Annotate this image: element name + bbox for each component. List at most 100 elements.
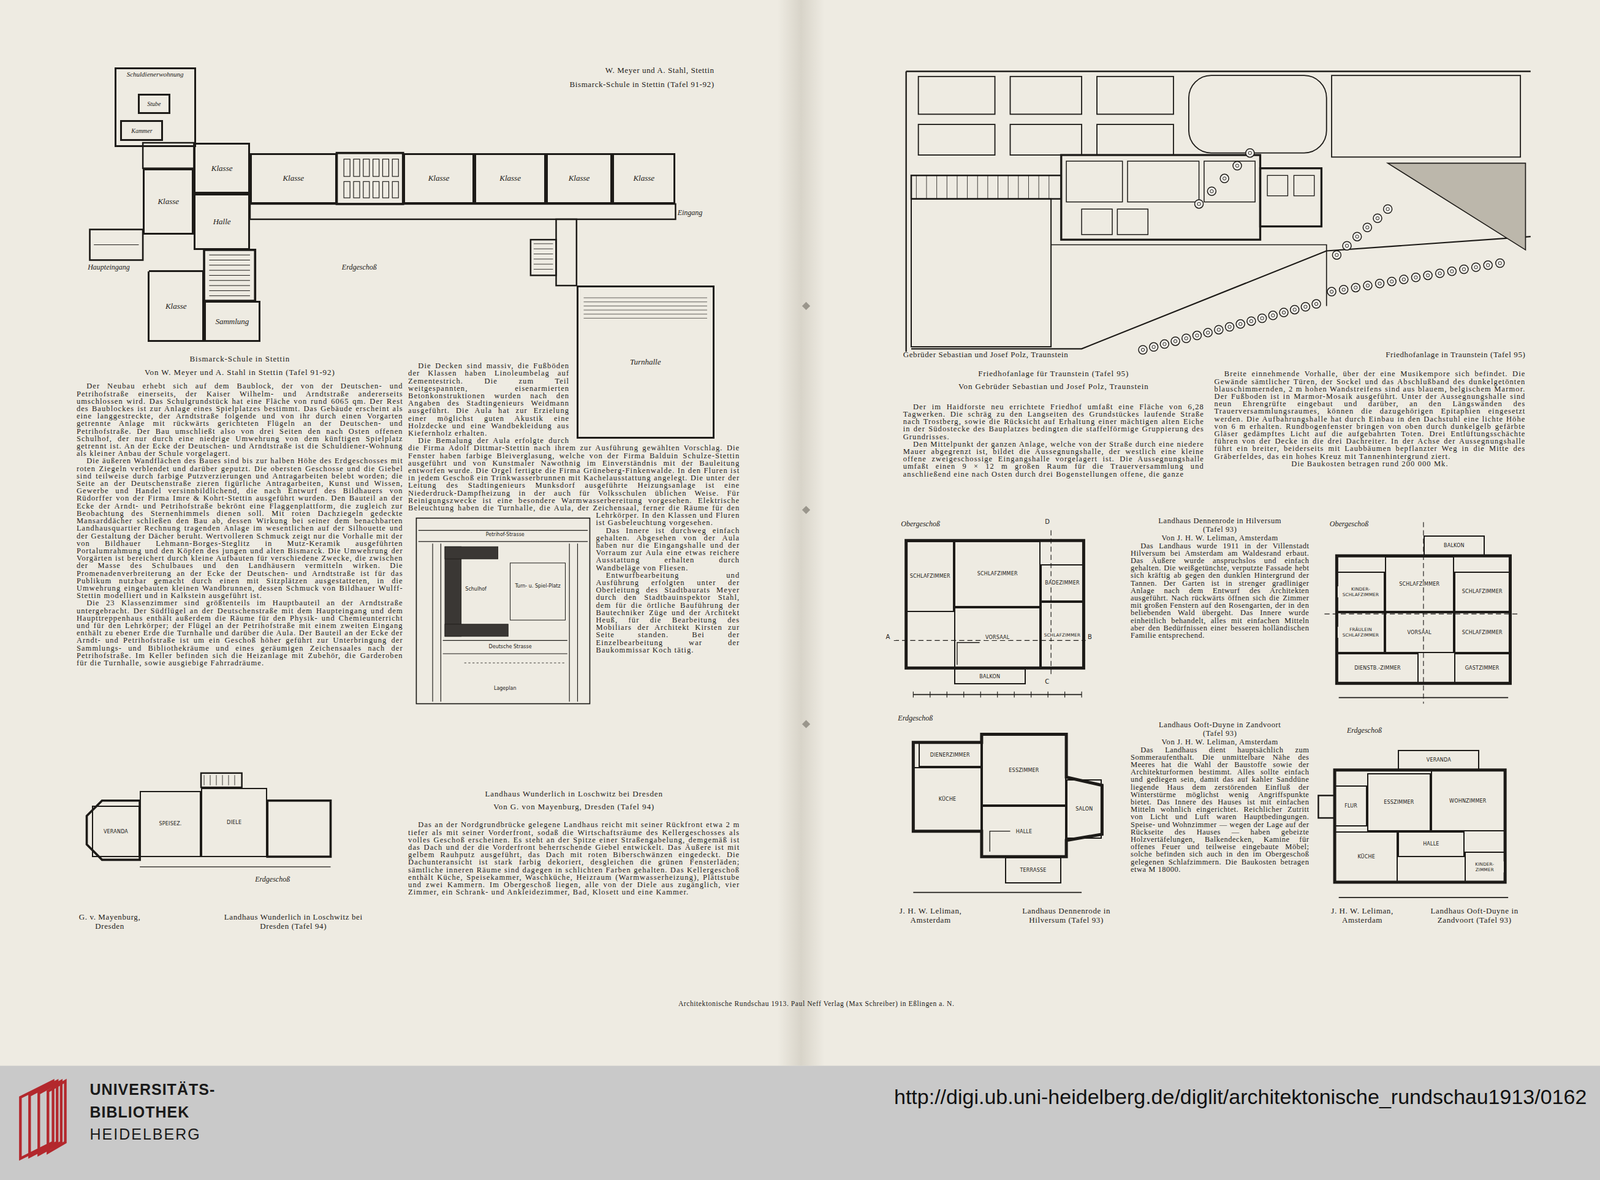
side-building [1259, 168, 1322, 227]
room-name: DIENSTB.-ZIMMER [1353, 665, 1402, 672]
stair-step [533, 258, 554, 260]
cemetery-hall [1061, 155, 1261, 240]
text-column: Das an der Nordgrundbrücke gelegene Land… [408, 821, 740, 896]
body-text: Das Innere ist durchweg einfach gehalten… [408, 527, 740, 572]
tree [1471, 262, 1481, 272]
room-box: KÜCHE [1334, 831, 1398, 883]
tree [1342, 241, 1352, 251]
gym-stage [583, 301, 707, 303]
room-name: SCHLAFZIMMER [1461, 629, 1504, 636]
tree [1205, 330, 1210, 334]
room-name: ESSZIMMER [1008, 767, 1040, 774]
room-name: KÜCHE [938, 796, 958, 803]
street-line [440, 543, 442, 702]
outer-wall [906, 540, 1085, 668]
stair-step [533, 253, 554, 255]
gym-stage [583, 310, 707, 311]
article-heading: Von G. von Mayenburg, Dresden (Tafel 94) [408, 802, 740, 812]
terrace-line [139, 866, 331, 868]
stair-step [208, 254, 251, 256]
stair-step [208, 264, 251, 266]
toilet-stall [392, 159, 399, 177]
tree [1365, 283, 1369, 287]
room-box: SALON [1066, 779, 1102, 839]
tree [1365, 226, 1369, 230]
article-heading: Von J. H. W. Leliman, Amsterdam [1130, 533, 1309, 543]
room-name: BALKON [1443, 542, 1466, 549]
tree [1383, 204, 1393, 214]
scale-tick [913, 691, 914, 698]
tree [1163, 342, 1167, 346]
hall-room [1267, 175, 1288, 196]
site-plan-label: Schulhof [465, 586, 507, 592]
tree [1149, 342, 1159, 352]
wing-corridor [556, 219, 577, 286]
scale-tick [980, 691, 982, 698]
stair-step [533, 243, 554, 244]
body-text: Breite einnehmende Vorhalle, über der ei… [1214, 370, 1526, 460]
article-heading: (Tafel 93) [1130, 525, 1309, 534]
tree [1210, 189, 1214, 193]
tree [1414, 275, 1418, 279]
room [267, 800, 331, 858]
spine-shadow [777, 0, 825, 1067]
classroom-box: Klasse [474, 153, 546, 205]
plan-border [906, 70, 1531, 72]
room-name: Turnhalle [629, 357, 662, 367]
room-name: DIELE [226, 819, 243, 826]
room-name: HALLE [1422, 841, 1440, 847]
playground [510, 563, 566, 621]
section-letter: D [1044, 518, 1058, 526]
body-text: Die Baukosten betragen rund 200 000 Mk. [1214, 460, 1526, 468]
room-box: DIELE [200, 788, 268, 858]
page-mark [802, 506, 811, 515]
site-plan-label: Lageplan [474, 685, 536, 692]
scale-bar [913, 892, 1082, 894]
grave-field [1188, 75, 1327, 154]
scale-tick [929, 691, 931, 698]
footer-line: Architektonische Rundschau 1913. Paul Ne… [510, 1000, 1123, 1009]
tree [1355, 235, 1359, 239]
scale-tick [1081, 691, 1083, 698]
stair-step [208, 295, 251, 296]
tree [1249, 319, 1253, 323]
tree [1483, 261, 1493, 270]
room-name: SPEISEZ. [158, 821, 183, 827]
plan-label: Obergeschoß [900, 520, 973, 529]
body-text: Die 23 Klassenzimmer sind größtenteils i… [76, 599, 404, 667]
article-heading: Landhaus Wunderlich in Loschwitz bei Dre… [408, 789, 740, 799]
body-text: Entwurfbearbeitung und Ausführung erfolg… [408, 571, 740, 654]
tree [1184, 337, 1188, 341]
room-box: HALLE [1397, 831, 1464, 858]
plate-caption: Bismarck-Schule in Stettin (Tafel 91-92) [449, 79, 715, 89]
room-box: BALKON [1423, 535, 1485, 556]
classroom-box: Klasse [250, 153, 338, 205]
stair-step [208, 275, 251, 276]
street-line [418, 530, 588, 531]
article-heading: Von Gebrüder Sebastian und Josef Polz, T… [903, 382, 1205, 391]
room-name: Halle [212, 217, 232, 227]
arcade-pier [1028, 175, 1029, 199]
toilet-stall [373, 159, 380, 177]
arcade-pier [1038, 175, 1040, 199]
room-box: VERANDA [91, 805, 140, 857]
school-building [444, 546, 462, 637]
paper [0, 0, 1600, 1067]
room-name: SCHLAFZIMMER [1461, 588, 1504, 595]
plan-label: Erdgeschoß [341, 263, 414, 272]
library-name: HEIDELBERG [90, 1126, 315, 1143]
entrance-step [93, 244, 139, 246]
tree [1203, 328, 1213, 338]
article-heading: Von J. H. W. Leliman, Amsterdam [1130, 737, 1309, 747]
gym-stage [583, 313, 707, 315]
tree [1258, 313, 1267, 323]
arcade-pier [966, 175, 968, 199]
plate-caption: W. Meyer und A. Stahl, Stettin [479, 65, 715, 75]
street-line [443, 653, 568, 654]
room-box: SCHLAFZIMMER [906, 541, 955, 613]
tree [1271, 313, 1275, 317]
arcade-pier [956, 175, 958, 199]
stair-step [216, 775, 217, 786]
room-name: VORSAAL [984, 634, 1010, 641]
staircase [204, 250, 255, 301]
